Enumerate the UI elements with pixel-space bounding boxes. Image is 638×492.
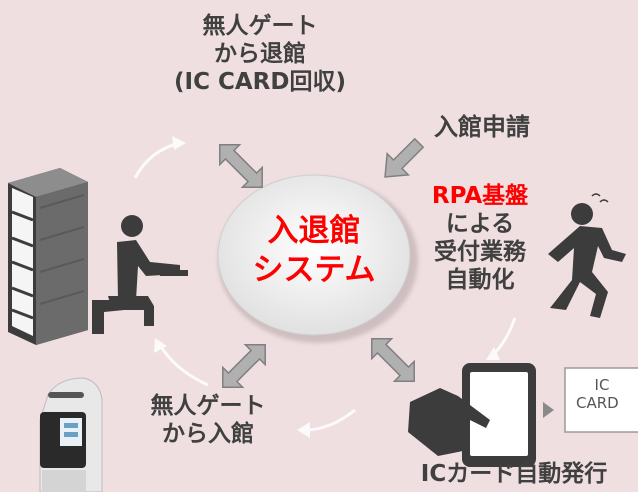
cycle-arrows — [133, 136, 517, 438]
rpa-line-3: 受付業務 — [434, 239, 526, 266]
rpa-line-4: 自動化 — [445, 267, 515, 294]
exit-gate-line-1: 無人ゲート — [202, 13, 318, 39]
entry-gate-label: 無人ゲート から入館 — [118, 392, 298, 448]
cycle-arc-top-left — [133, 141, 181, 179]
cycle-arrowhead-right — [486, 347, 500, 360]
cycle-arrowhead-bottom-left — [154, 338, 167, 353]
double-arrow-bottom-left — [222, 344, 266, 388]
gate-kiosk-icon — [39, 377, 103, 492]
server-rack-icon — [8, 168, 88, 345]
rpa-base-text: RPA基盤 — [431, 183, 529, 209]
rpa-line-2: による — [445, 211, 515, 238]
cycle-arc-bottom — [304, 408, 356, 432]
id-card-icon — [564, 367, 638, 433]
card-label: IC CARD — [566, 376, 638, 413]
cycle-arrowhead-top-left — [172, 136, 186, 150]
exit-gate-line-2: から退館 — [214, 41, 306, 68]
cycle-arc-bottom-left — [158, 344, 209, 387]
ic-issue-label: ICカード自動発行 — [420, 461, 608, 487]
arrow-to-card-icon — [543, 402, 554, 418]
running-person-icon — [548, 193, 626, 318]
exit-gate-line-3: (IC CARD回収) — [174, 69, 346, 96]
card-line-2: CARD — [576, 394, 619, 413]
center-circle — [217, 174, 411, 336]
rpa-label: RPA基盤 による 受付業務 自動化 — [420, 182, 540, 294]
center-line-1: 入退館 — [267, 213, 361, 249]
entry-gate-line-2: から入館 — [162, 421, 254, 448]
exit-gate-label: 無人ゲート から退館 (IC CARD回収) — [165, 12, 355, 96]
card-line-1: IC — [594, 376, 610, 394]
cycle-arc-right — [491, 317, 517, 357]
center-line-2: システム — [252, 251, 376, 288]
double-arrow-bottom-right — [371, 338, 415, 382]
entry-request-label: 入館申請 — [434, 113, 530, 141]
tablet-hand-icon — [408, 363, 536, 467]
cycle-arrowhead-bottom — [297, 422, 310, 438]
double-arrow-top-left — [219, 144, 263, 188]
single-arrow-entry-request — [384, 137, 425, 178]
entry-gate-line-1: 無人ゲート — [150, 393, 266, 419]
person-at-terminal-icon — [92, 215, 188, 334]
center-label: 入退館 システム — [228, 212, 400, 290]
